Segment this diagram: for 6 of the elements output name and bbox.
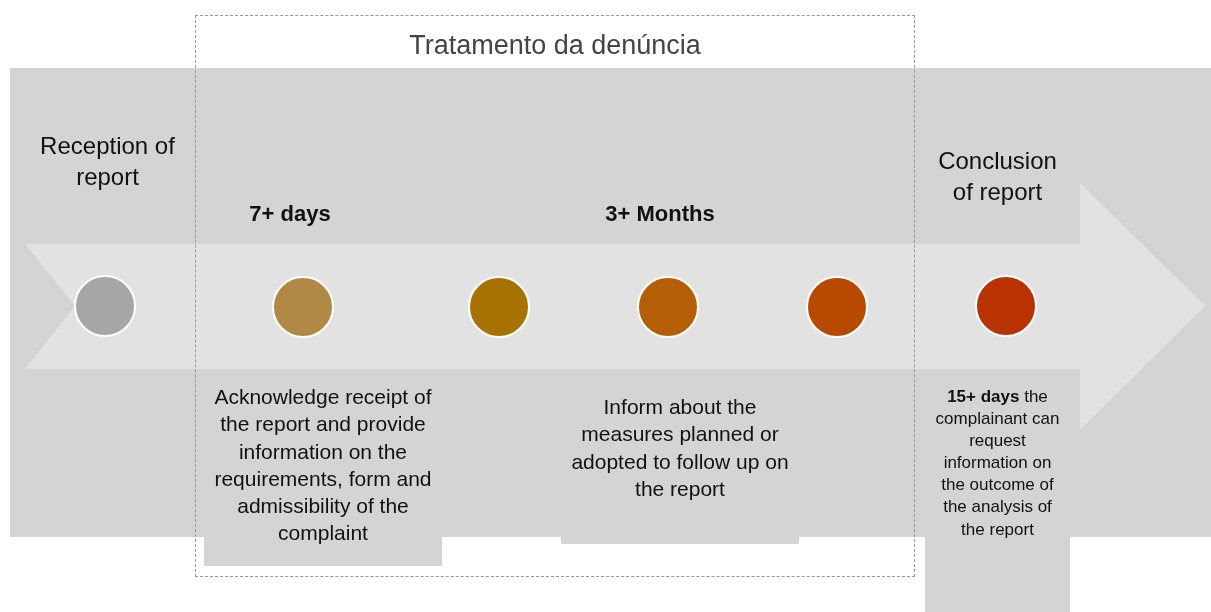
group-title: Tratamento da denúncia <box>408 30 702 61</box>
duration-label: 3+ Months <box>604 200 716 228</box>
stage-label: Conclusion of report <box>937 146 1058 208</box>
dashed-group-frame <box>195 15 915 577</box>
stage-label: Reception of report <box>39 131 176 193</box>
duration-label: 7+ days <box>248 200 332 228</box>
